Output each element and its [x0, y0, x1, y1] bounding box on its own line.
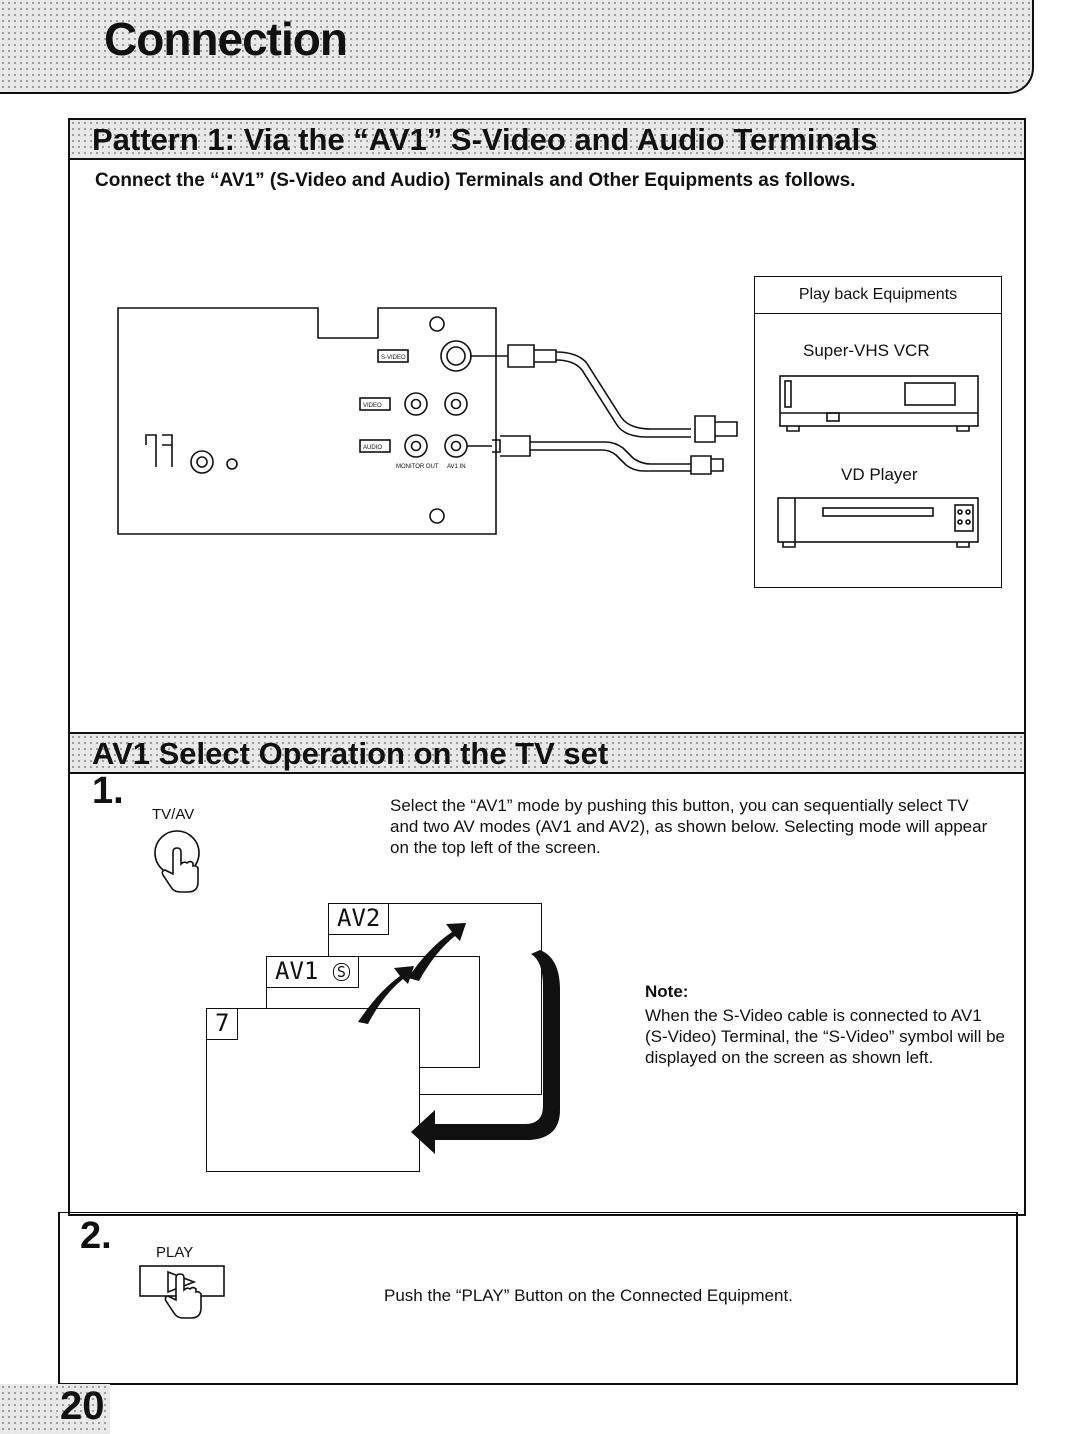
video-out-jack-icon	[404, 392, 428, 416]
tv-screen: 7	[206, 1008, 420, 1172]
arrow-up-2	[408, 923, 466, 981]
step2-text: Push the “PLAY” Button on the Connected …	[384, 1286, 793, 1305]
av1-select-heading-band: AV1 Select Operation on the TV set	[70, 732, 1024, 774]
audio-cable-plug-2	[690, 455, 724, 475]
av1-select-heading: AV1 Select Operation on the TV set	[92, 736, 609, 771]
audio-tag: AUDIO	[363, 445, 382, 451]
playback-equipment-box: Play back Equipments Super-VHS VCR VD Pl…	[754, 276, 1002, 588]
play-button-label: PLAY	[156, 1244, 194, 1261]
audio-cable-plug	[467, 435, 531, 457]
tv-channel-label: 7	[207, 1009, 239, 1040]
playback-title: Play back Equipments	[755, 277, 1001, 314]
av2-label: AV2	[329, 904, 390, 935]
arrow-up-1	[358, 966, 414, 1024]
video-in-jack-icon	[444, 392, 468, 416]
av1-in-label: AV1 IN	[447, 464, 466, 470]
video-tag: VIDEO	[363, 403, 382, 409]
step2-number: 2.	[80, 1215, 112, 1257]
page-number-bg	[0, 1384, 110, 1434]
vcr-label: Super-VHS VCR	[803, 341, 930, 360]
av1-label: AV1	[275, 957, 319, 985]
svideo-symbol: S	[332, 963, 350, 981]
svideo-tag: S-VIDEO	[381, 355, 406, 361]
hand-pointer-icon	[164, 1273, 202, 1319]
page-title: Connection	[104, 13, 348, 65]
page-number: 20	[60, 1384, 105, 1428]
play-button[interactable]	[138, 1264, 228, 1332]
note-text: When the S-Video cable is connected to A…	[645, 1006, 1005, 1067]
return-arrow	[411, 950, 560, 1154]
tvav-button-label: TV/AV	[152, 806, 195, 823]
svideo-cable-plug	[470, 344, 557, 368]
pattern1-heading-band: Pattern 1: Via the “AV1” S-Video and Aud…	[70, 120, 1024, 160]
tv-rear-panel	[117, 307, 497, 535]
screw-bottom	[429, 508, 445, 524]
vd-player-icon	[777, 497, 979, 548]
step2-section	[58, 1212, 1018, 1385]
screw-top	[429, 316, 445, 332]
title-banner	[0, 0, 1034, 94]
intro-text: Connect the “AV1” (S-Video and Audio) Te…	[95, 170, 856, 191]
connection-diagram: S-VIDEO VIDEO AUDIO MONITOR OUT AV1 IN	[117, 307, 738, 535]
note-title: Note:	[645, 982, 689, 1001]
step1-number: 1.	[92, 770, 124, 812]
main-section: Pattern 1: Via the “AV1” S-Video and Aud…	[68, 118, 1026, 1216]
cycle-arrows	[358, 923, 560, 1154]
hand-pointer-icon	[161, 847, 199, 893]
monitor-out-label: MONITOR OUT	[396, 464, 439, 470]
audio-in-jack-icon	[444, 434, 468, 458]
audio-out-jack-icon	[404, 434, 428, 458]
svideo-cable-plug-2	[694, 415, 738, 443]
pattern1-heading: Pattern 1: Via the “AV1” S-Video and Aud…	[92, 122, 878, 157]
antenna-icon	[145, 434, 173, 467]
av1-label-box: AV1 S	[267, 957, 359, 988]
vd-label: VD Player	[841, 465, 918, 484]
step1-text: Select the “AV1” mode by pushing this bu…	[390, 796, 988, 857]
svideo-jack-icon	[440, 340, 472, 372]
tvav-button[interactable]	[150, 828, 210, 908]
vcr-icon	[779, 375, 979, 432]
